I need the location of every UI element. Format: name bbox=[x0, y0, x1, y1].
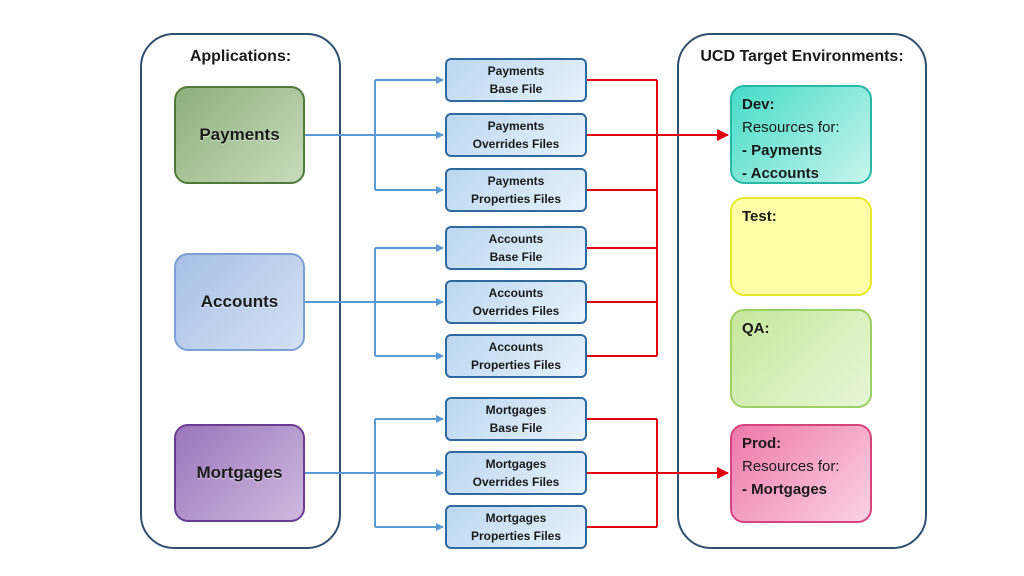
env-name: Prod: bbox=[742, 435, 782, 452]
file-label-line2: Overrides Files bbox=[472, 475, 560, 489]
file-payments-properties: Payments Properties Files bbox=[445, 168, 587, 212]
file-mortgages-overrides: Mortgages Overrides Files bbox=[445, 451, 587, 495]
env-resource: - Mortgages bbox=[742, 481, 828, 498]
env-dev-box: Dev: Resources for: - Payments - Account… bbox=[730, 85, 872, 184]
file-label-line2: Properties Files bbox=[470, 529, 562, 543]
file-label-line2: Overrides Files bbox=[472, 304, 560, 318]
file-label-line1: Payments bbox=[487, 174, 545, 188]
file-label-line1: Accounts bbox=[488, 232, 544, 246]
file-payments-overrides: Payments Overrides Files bbox=[445, 113, 587, 157]
env-qa-box: QA: bbox=[730, 309, 872, 408]
prod-merge-connector bbox=[587, 418, 729, 528]
app-payments-box: Payments bbox=[174, 86, 305, 184]
file-label-line2: Overrides Files bbox=[472, 137, 560, 151]
file-label-line1: Payments bbox=[487, 64, 545, 78]
env-name: Dev: bbox=[742, 96, 775, 113]
accounts-fan-connector bbox=[305, 244, 444, 360]
env-subtitle: Resources for: bbox=[742, 119, 840, 136]
mortgages-fan-connector bbox=[305, 415, 444, 531]
file-mortgages-properties: Mortgages Properties Files bbox=[445, 505, 587, 549]
file-label-line1: Mortgages bbox=[485, 403, 547, 417]
env-resource: - Payments bbox=[742, 142, 823, 159]
file-label-line2: Base File bbox=[489, 82, 543, 96]
applications-title: Applications: bbox=[189, 48, 292, 65]
file-label-line1: Mortgages bbox=[485, 511, 547, 525]
env-prod-box: Prod: Resources for: - Mortgages bbox=[730, 424, 872, 523]
env-resource: - Accounts bbox=[742, 165, 819, 182]
env-name: Test: bbox=[742, 208, 777, 225]
file-label-line1: Accounts bbox=[488, 340, 544, 354]
file-accounts-base: Accounts Base File bbox=[445, 226, 587, 270]
env-name: QA: bbox=[742, 320, 770, 337]
file-mortgages-base: Mortgages Base File bbox=[445, 397, 587, 441]
env-test-box: Test: bbox=[730, 197, 872, 296]
file-accounts-overrides: Accounts Overrides Files bbox=[445, 280, 587, 324]
env-subtitle: Resources for: bbox=[742, 458, 840, 475]
app-mortgages-box: Mortgages bbox=[174, 424, 305, 522]
dev-merge-connector bbox=[587, 79, 729, 357]
file-label-line2: Properties Files bbox=[470, 358, 562, 372]
app-accounts-box: Accounts bbox=[174, 253, 305, 351]
file-payments-base: Payments Base File bbox=[445, 58, 587, 102]
payments-fan-connector bbox=[305, 76, 444, 194]
environments-title: UCD Target Environments: bbox=[700, 48, 904, 65]
file-label-line2: Properties Files bbox=[470, 192, 562, 206]
file-label-line1: Payments bbox=[487, 119, 545, 133]
file-label-line2: Base File bbox=[489, 250, 543, 264]
file-label-line1: Mortgages bbox=[485, 457, 547, 471]
file-accounts-properties: Accounts Properties Files bbox=[445, 334, 587, 378]
file-label-line1: Accounts bbox=[488, 286, 544, 300]
file-label-line2: Base File bbox=[489, 421, 543, 435]
